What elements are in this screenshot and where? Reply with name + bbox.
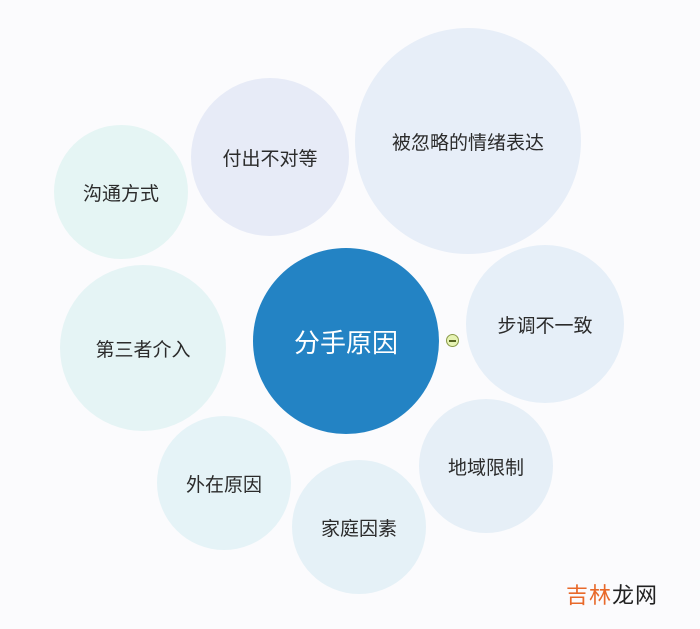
watermark: 吉林龙网 [566,578,658,610]
node-geographic-limits[interactable]: 地域限制 [419,399,553,533]
node-communication-style[interactable]: 沟通方式 [54,125,188,259]
node-external-causes[interactable]: 外在原因 [157,416,291,550]
node-third-party[interactable]: 第三者介入 [60,265,226,431]
node-out-of-step[interactable]: 步调不一致 [466,245,624,403]
node-family-factors[interactable]: 家庭因素 [292,460,426,594]
root-node-breakup-reasons[interactable]: 分手原因 [253,248,439,434]
node-label: 被忽略的情绪表达 [391,131,544,154]
node-label: 地域限制 [447,456,524,479]
node-label: 沟通方式 [82,182,159,205]
node-label: 外在原因 [185,473,262,496]
watermark-part1: 吉林 [566,584,613,609]
node-label: 第三者介入 [95,338,191,361]
node-label: 家庭因素 [320,517,397,540]
node-label: 付出不对等 [222,147,318,170]
root-node-label: 分手原因 [293,328,398,359]
node-unequal-giving[interactable]: 付出不对等 [191,78,349,236]
node-label: 步调不一致 [497,314,593,337]
minus-circle-icon[interactable] [446,334,459,347]
watermark-part2: 龙网 [612,584,659,609]
node-ignored-emotions[interactable]: 被忽略的情绪表达 [355,28,581,254]
